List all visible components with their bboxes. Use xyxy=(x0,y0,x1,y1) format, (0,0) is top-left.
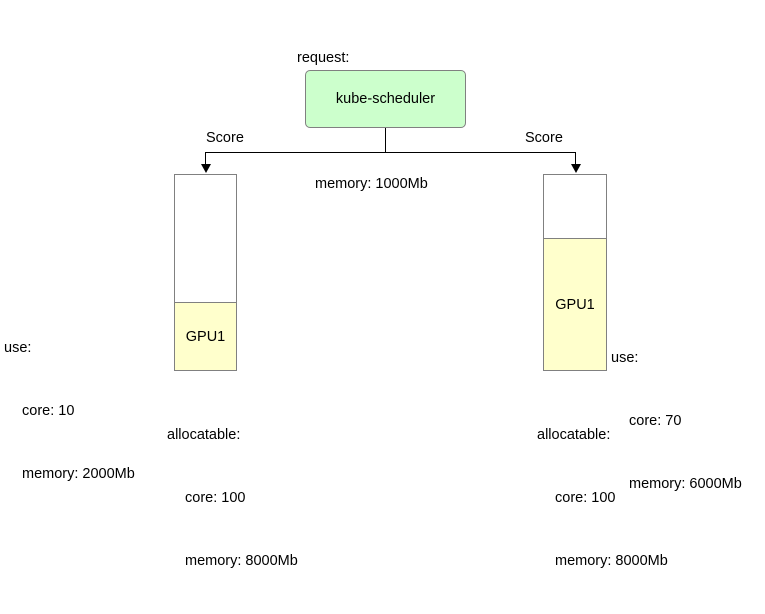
request-heading: request: xyxy=(297,50,350,66)
allocatable-memory-left: memory: 8000Mb xyxy=(185,553,298,569)
node-label-left: GPU1 xyxy=(185,328,226,345)
connector-right-drop xyxy=(575,152,577,166)
node-label-right: GPU1 xyxy=(555,296,595,313)
node-used-region-left: GPU1 xyxy=(174,302,237,371)
allocatable-core-right: core: 100 xyxy=(555,490,616,506)
allocatable-heading-right: allocatable: xyxy=(537,427,611,443)
request-memory: memory: 1000Mb xyxy=(315,176,428,192)
node-box-right[interactable]: GPU1 xyxy=(543,174,607,371)
arrowhead-right xyxy=(571,164,581,173)
kube-scheduler-box[interactable]: kube-scheduler xyxy=(305,70,466,128)
node-allocatable-annotation-left: allocatable: core: 100 memory: 8000Mb xyxy=(167,383,298,614)
arrowhead-left xyxy=(201,164,211,173)
allocatable-memory-right: memory: 8000Mb xyxy=(555,553,668,569)
connector-stem xyxy=(385,128,387,153)
allocatable-core-left: core: 100 xyxy=(185,490,246,506)
connector-left-drop xyxy=(205,152,207,166)
use-heading-left: use: xyxy=(4,340,32,356)
node-use-annotation-left: use: core: 10 memory: 2000Mb xyxy=(4,296,135,527)
edge-label-score-left: Score xyxy=(206,130,244,146)
kube-scheduler-label: kube-scheduler xyxy=(335,91,436,107)
use-memory-left: memory: 2000Mb xyxy=(22,466,135,482)
use-heading-right: use: xyxy=(611,350,639,366)
node-allocatable-annotation-right: allocatable: core: 100 memory: 8000Mb xyxy=(537,383,668,614)
edge-label-score-right: Score xyxy=(525,130,563,146)
node-box-left[interactable]: GPU1 xyxy=(174,174,237,371)
connector-bus xyxy=(205,152,576,154)
allocatable-heading-left: allocatable: xyxy=(167,427,241,443)
use-core-right: core: 70 xyxy=(629,413,682,429)
use-core-left: core: 10 xyxy=(22,403,75,419)
diagram-canvas: request: core: 20 memory: 1000Mb kube-sc… xyxy=(4,50,742,569)
node-used-region-right: GPU1 xyxy=(543,238,607,371)
